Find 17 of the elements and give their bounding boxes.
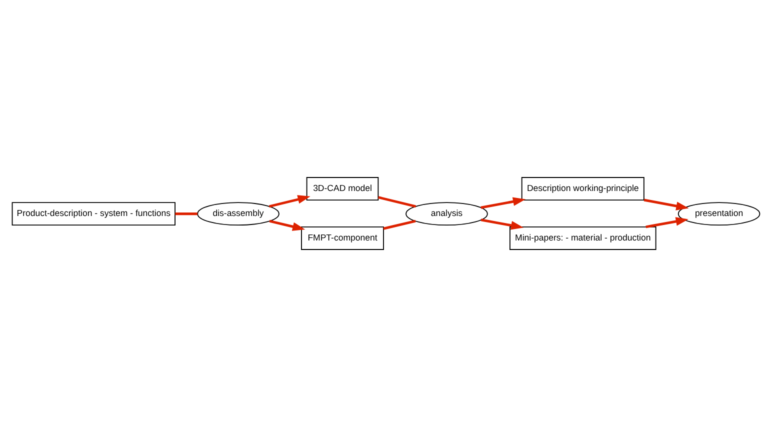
arrow — [269, 220, 306, 231]
node-box: Description working-principle — [521, 177, 644, 200]
connector — [383, 220, 416, 230]
node-box: 3D-CAD model — [306, 177, 379, 200]
arrow — [480, 218, 524, 230]
node-box: Mini-papers: - material - production — [509, 226, 656, 250]
arrow — [644, 198, 689, 210]
node-ellipse: presentation — [678, 202, 760, 226]
node-box: FMPT-component — [301, 226, 384, 250]
arrow — [268, 195, 310, 208]
node-ellipse: analysis — [406, 202, 488, 226]
connector — [175, 212, 198, 216]
arrow — [646, 217, 688, 228]
connector — [378, 196, 416, 208]
node-ellipse: dis-assembly — [197, 202, 280, 226]
node-box: Product-description - system - functions — [12, 202, 176, 226]
arrow — [480, 197, 526, 209]
